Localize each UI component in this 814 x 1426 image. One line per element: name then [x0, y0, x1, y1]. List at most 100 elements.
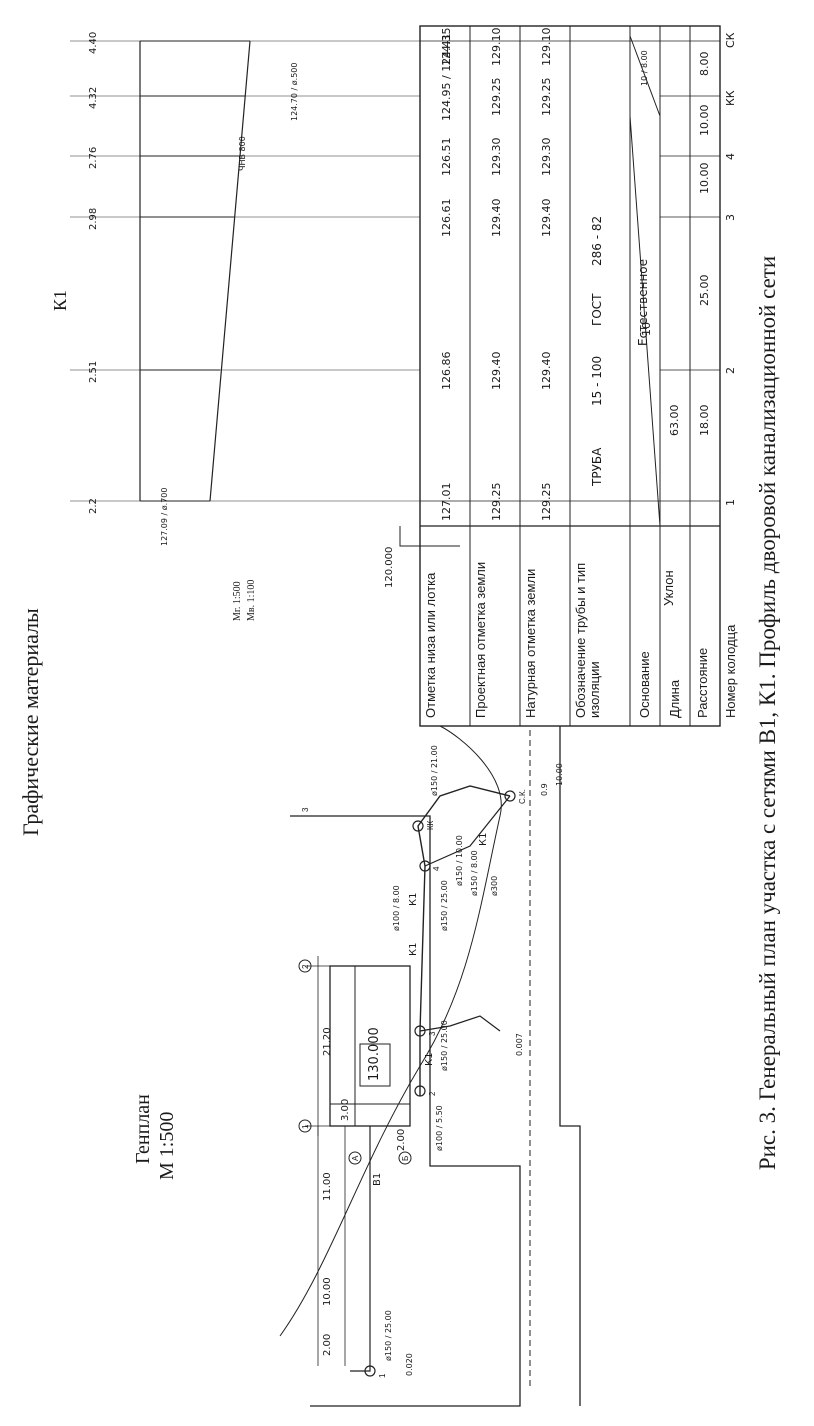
- natural-3: 129.40: [540, 198, 553, 238]
- top-value-2: 2.51: [88, 360, 99, 383]
- building-label: 130.000: [367, 1027, 382, 1081]
- row-label-natural-ground: Натурная отметка земли: [523, 568, 538, 718]
- segment-distance-4: 10.00: [698, 104, 711, 137]
- profile-pipe: [139, 40, 251, 502]
- slope-1: 0.020: [405, 1353, 414, 1376]
- axis-label-a: А: [351, 1155, 360, 1161]
- natural-4: 129.30: [540, 137, 553, 177]
- axis-mark-b: [398, 1151, 412, 1165]
- segment-length-1: 63.00: [668, 404, 681, 437]
- pipe-spec-2: ø100 / 5.50: [435, 1105, 444, 1151]
- axis-mark-2: [298, 959, 312, 973]
- pipe-spec-1: ø150 / 25.00: [384, 1310, 393, 1361]
- well-label-sk: С.К.: [518, 789, 527, 804]
- invert-3: 126.61: [440, 198, 453, 238]
- network-label-k1-b: К1: [408, 942, 419, 956]
- design-2: 129.40: [490, 351, 503, 391]
- row-label-invert: Отметка низа или лотка: [423, 572, 438, 718]
- invert-2: 126.86: [440, 351, 453, 391]
- design-3: 129.40: [490, 198, 503, 238]
- dim-2b: 2.00: [396, 1128, 407, 1151]
- well-label-3: 3: [428, 1031, 437, 1036]
- well-1: [364, 1365, 376, 1377]
- dim-11: 11.00: [322, 1172, 333, 1201]
- axis-label-2: 2: [301, 964, 310, 969]
- well-label-kk: КК: [426, 820, 435, 830]
- section-title: Графические материалы: [18, 608, 43, 836]
- design-4: 129.30: [490, 137, 503, 177]
- row-label-distance: Расстояние: [695, 647, 710, 718]
- pipe-standard: ГОСТ: [590, 293, 604, 326]
- water-line-v1: [350, 1126, 371, 1372]
- network-label-k1-a: К1: [424, 1052, 435, 1066]
- top-value-6: 4.40: [88, 31, 99, 54]
- profile-linework: [70, 25, 721, 727]
- figure-caption: Рис. 3. Генеральный план участка с сетям…: [755, 255, 780, 1171]
- pipe-standard-no: 286 - 82: [590, 215, 604, 266]
- row-label-design-ground: Проектная отметка земли: [473, 561, 488, 718]
- segment-distance-1: 18.00: [698, 404, 711, 437]
- road-edge-right: [559, 726, 581, 1406]
- profile-scale-h: Мг. 1:500: [232, 581, 243, 621]
- genplan-scale: М 1:500: [156, 1111, 178, 1180]
- sewer-branch-1: [419, 1015, 501, 1032]
- pipe-type: ТРУБА: [590, 447, 604, 486]
- pipe-spec-4: ø100 / 8.00: [392, 885, 401, 931]
- slope-3: 0.9: [540, 783, 549, 796]
- segment-slope-1: 10: [640, 322, 653, 336]
- profile-chamber-note: ЧНВ 800: [238, 136, 247, 171]
- top-value-4: 2.76: [88, 146, 99, 169]
- pipe-size: 15 - 100: [590, 355, 604, 406]
- dim-3: 3.00: [340, 1098, 351, 1121]
- well-no-1: 1: [724, 499, 737, 506]
- well-3: [414, 1025, 426, 1037]
- profile-datum: 120.000: [384, 546, 395, 588]
- design-5: 129.25: [490, 77, 503, 117]
- well-label-4: 4: [432, 866, 441, 871]
- pipe-spec-3: ø150 / 25.00: [440, 1020, 449, 1071]
- pipe-spec-9: ø150 / 21.00: [430, 745, 439, 796]
- well-no-kk: КК: [724, 90, 737, 106]
- row-label-slope: Уклон: [661, 570, 676, 606]
- row-label-base: Основание: [637, 651, 652, 718]
- well-sk: [504, 790, 516, 802]
- invert-1: 127.01: [440, 482, 453, 522]
- network-label-v1: В1: [372, 1172, 383, 1186]
- well-no-4: 4: [724, 153, 737, 160]
- pipe-spec-6: ø150 / 10.00: [455, 835, 464, 886]
- dim-10: 10.00: [322, 1277, 333, 1306]
- profile-scale-v: Мв. 1:100: [246, 579, 257, 621]
- pipe-spec-5: ø150 / 25.00: [440, 880, 449, 931]
- natural-1: 129.25: [540, 482, 553, 522]
- profile-label-k1: К1: [50, 289, 70, 311]
- dim-21: 21.20: [322, 1027, 333, 1056]
- design-1: 129.25: [490, 482, 503, 522]
- row-label-well-no: Номер колодца: [723, 624, 738, 718]
- well-no-sk: СК: [724, 32, 737, 49]
- profile-right-callout: 124.70 / ø.500: [290, 62, 299, 121]
- segment-slope-4: 10 / 8.00: [640, 50, 649, 86]
- road-boundary: [290, 815, 521, 1407]
- axis-label-1: 1: [301, 1124, 310, 1129]
- well-no-2: 2: [724, 367, 737, 374]
- network-label-k1-c: К1: [408, 892, 419, 906]
- axis-mark-1: [298, 1119, 312, 1133]
- row-label-length: Длина: [667, 679, 682, 718]
- axis-mark-a: [348, 1151, 362, 1165]
- well-label-2: 2: [428, 1091, 437, 1096]
- segment-distance-5: 8.00: [698, 51, 711, 77]
- slope-2: 0.007: [515, 1033, 524, 1056]
- building-label-box: [359, 1043, 391, 1087]
- sewer-line-k1: [417, 785, 511, 1096]
- well-4: [419, 860, 431, 872]
- axis-label-3: 3: [301, 807, 310, 812]
- well-no-3: 3: [724, 214, 737, 221]
- datum-arrow: [399, 526, 460, 547]
- well-kk: [412, 820, 424, 832]
- segment-distance-3: 10.00: [698, 162, 711, 195]
- natural-6: 129.10: [540, 27, 553, 67]
- terrain-contour: [279, 725, 502, 1337]
- top-value-3: 2.98: [88, 207, 99, 230]
